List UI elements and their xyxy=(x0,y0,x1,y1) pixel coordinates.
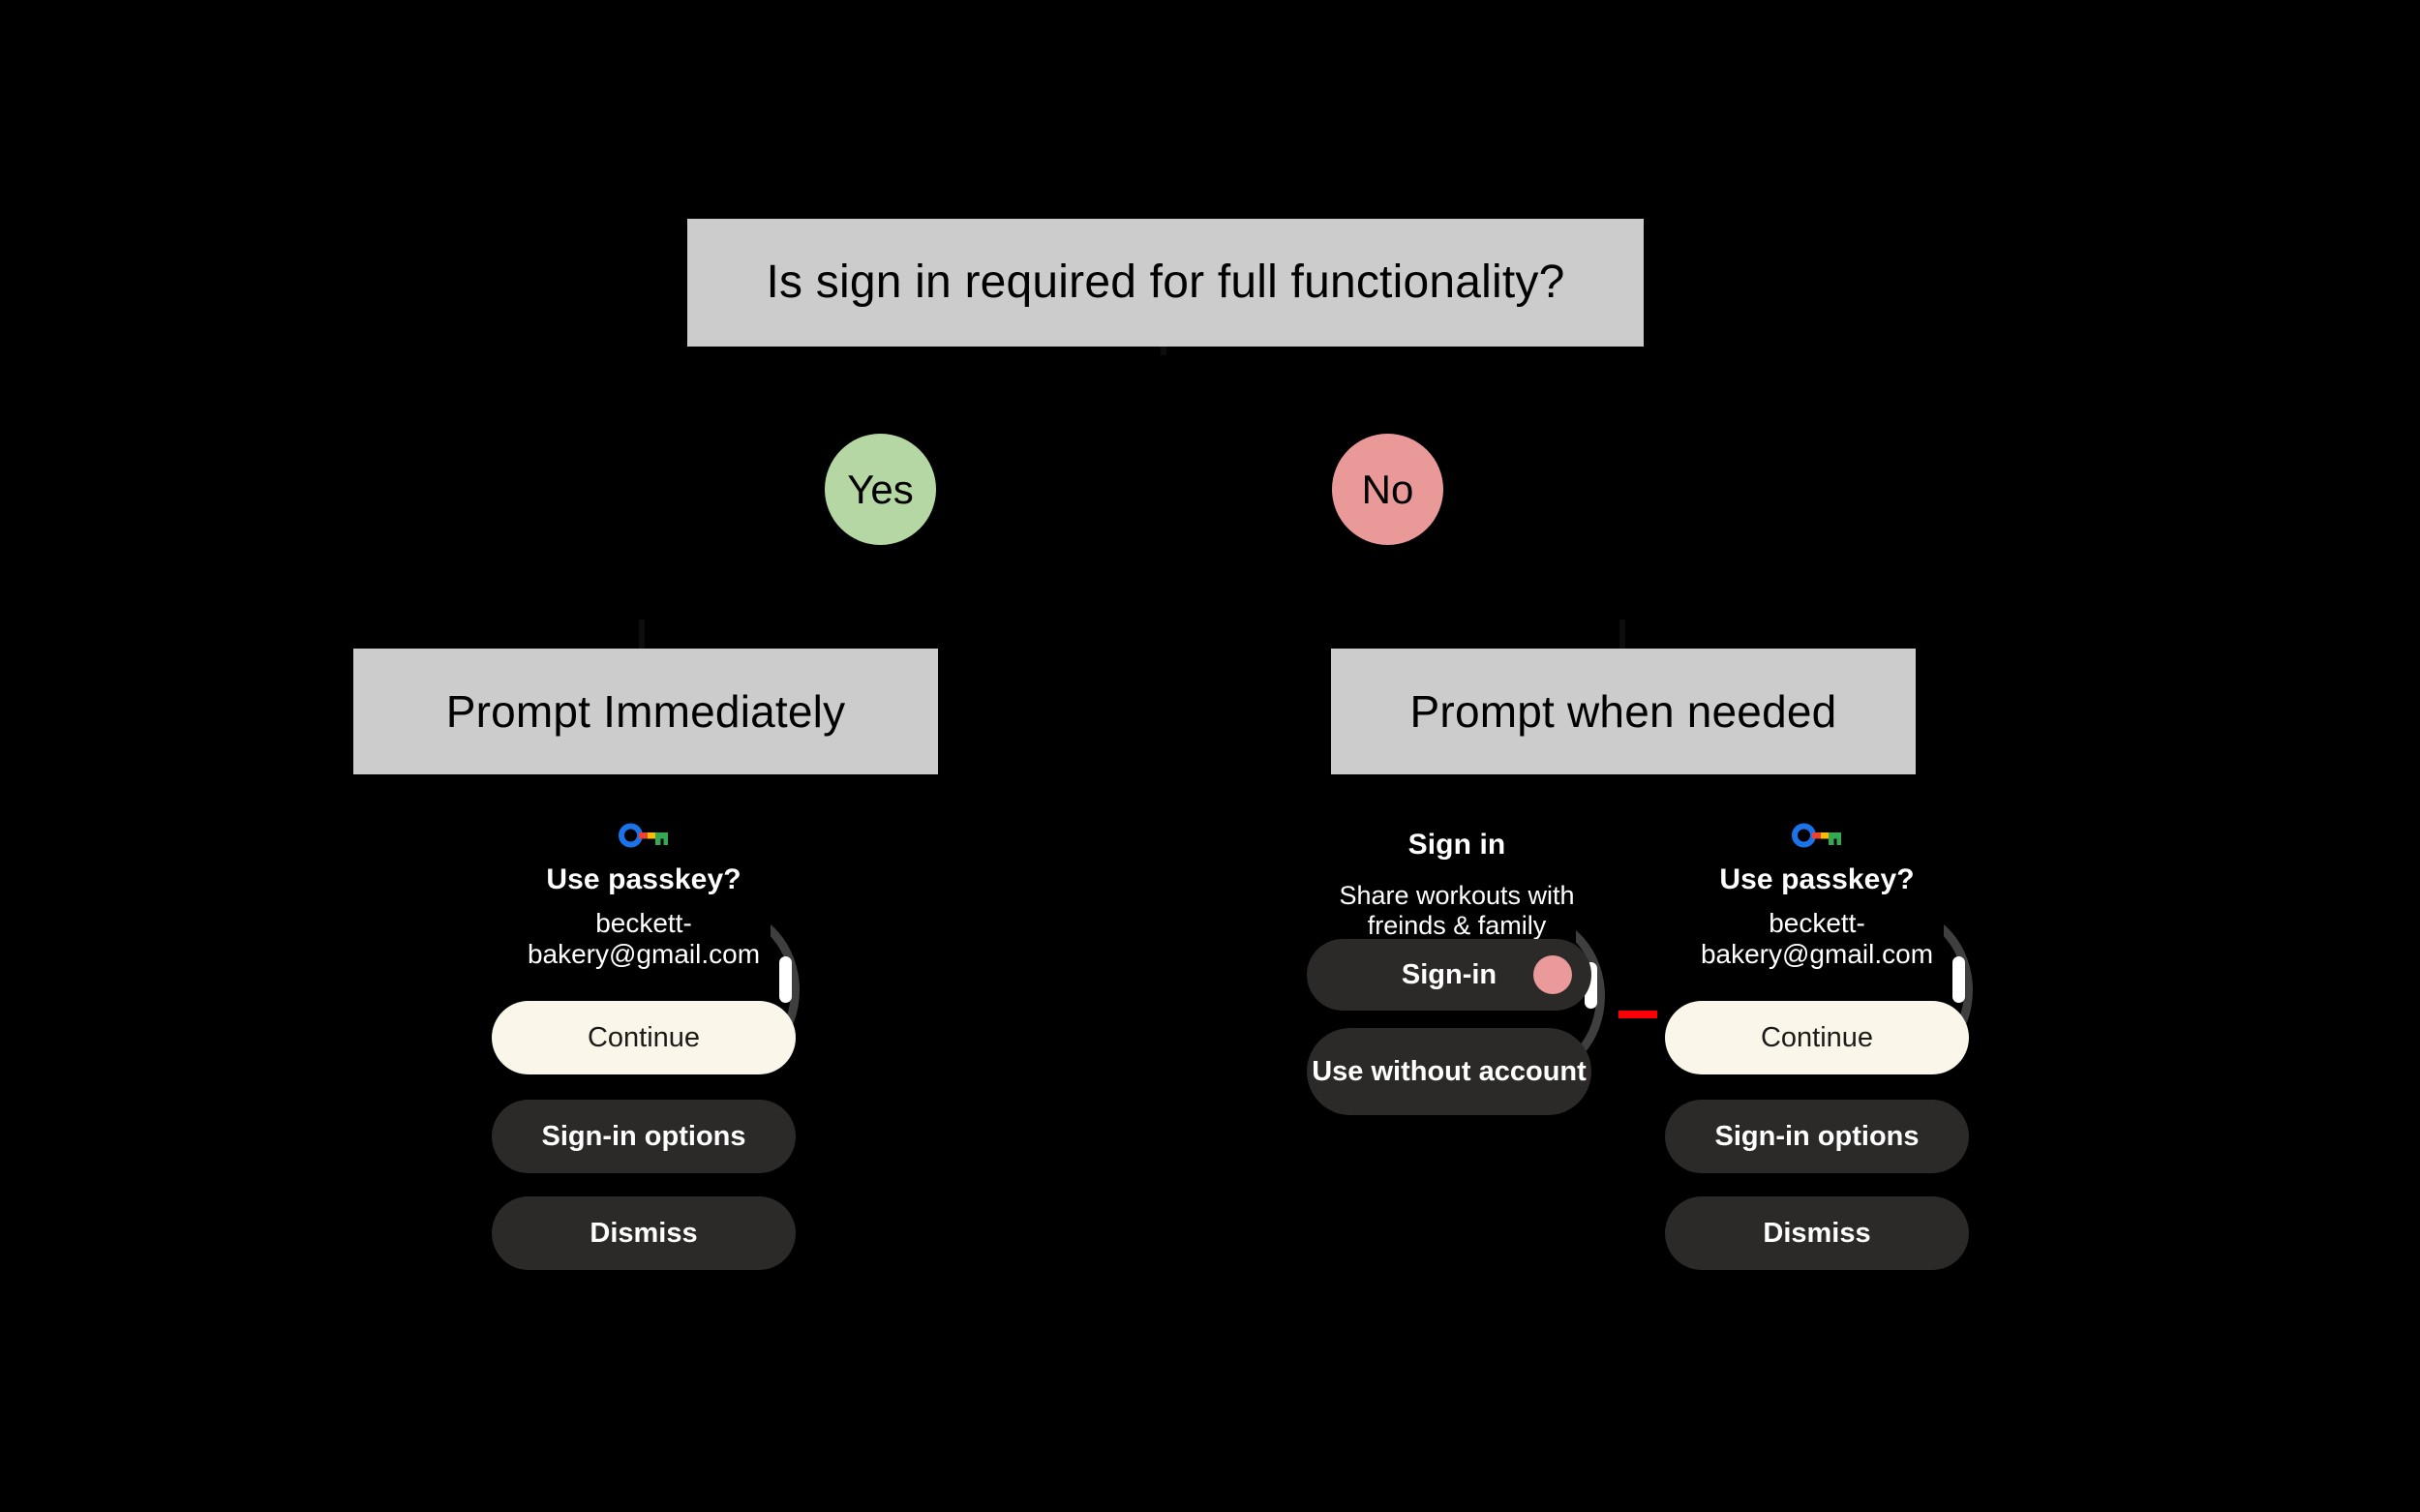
sign-in-options-button-label: Sign-in options xyxy=(541,1120,746,1152)
branch-label-yes: Yes xyxy=(825,434,936,545)
use-without-account-button-label: Use without account xyxy=(1312,1055,1587,1087)
google-passkey-icon xyxy=(1792,823,1842,848)
use-without-account-button[interactable]: Use without account xyxy=(1307,1028,1591,1115)
outcome-box-prompt-immediately-label: Prompt Immediately xyxy=(445,685,846,737)
dismiss-button[interactable]: Dismiss xyxy=(1665,1196,1969,1270)
scroll-indicator[interactable] xyxy=(1944,908,1977,1073)
dismiss-button[interactable]: Dismiss xyxy=(492,1196,796,1270)
sign-in-options-button-label: Sign-in options xyxy=(1714,1120,1920,1152)
outcome-box-prompt-immediately: Prompt Immediately xyxy=(353,649,938,774)
google-passkey-icon xyxy=(619,823,669,848)
mockup-right-subtitle-text: beckett-bakery@gmail.com xyxy=(1700,908,1934,970)
mockup-middle-title-text: Sign in xyxy=(1407,829,1506,861)
mockup-left-title: Use passkey? xyxy=(484,863,803,896)
connector-no-to-prompt-when-needed xyxy=(1619,620,1625,650)
dismiss-button-label: Dismiss xyxy=(1763,1217,1871,1249)
mockup-right-subtitle: beckett-bakery@gmail.com xyxy=(1698,908,1936,970)
continue-button[interactable]: Continue xyxy=(1665,1001,1969,1074)
continue-button-label: Continue xyxy=(1760,1021,1874,1053)
mockup-middle-signin: Sign in Share workouts with freinds & fa… xyxy=(1307,813,1607,1162)
mockup-middle-title: Sign in xyxy=(1307,829,1607,862)
mockup-middle-subtitle-text: Share workouts with freinds & family xyxy=(1339,881,1575,941)
continue-button-label: Continue xyxy=(587,1021,701,1053)
outcome-box-prompt-when-needed: Prompt when needed xyxy=(1331,649,1916,774)
outcome-box-prompt-when-needed-label: Prompt when needed xyxy=(1409,685,1837,737)
mockup-middle-subtitle: Share workouts with freinds & family xyxy=(1322,881,1591,941)
touch-target-marker-icon xyxy=(1533,955,1572,994)
mockup-right-title-text: Use passkey? xyxy=(1719,863,1915,895)
branch-label-yes-text: Yes xyxy=(847,466,914,512)
mockup-right-title: Use passkey? xyxy=(1657,863,1977,896)
continue-button[interactable]: Continue xyxy=(492,1001,796,1074)
mockup-right-passkey: Use passkey? beckett-bakery@gmail.com Co… xyxy=(1657,813,1977,1307)
sign-in-options-button[interactable]: Sign-in options xyxy=(1665,1100,1969,1173)
connector-yes-to-prompt-immediately xyxy=(639,620,645,650)
sign-in-options-button[interactable]: Sign-in options xyxy=(492,1100,796,1173)
branch-label-no: No xyxy=(1332,434,1443,545)
dismiss-button-label: Dismiss xyxy=(590,1217,698,1249)
decision-box-label: Is sign in required for full functionali… xyxy=(766,256,1565,308)
connector-decision-to-yes xyxy=(1161,344,1166,355)
mockup-left-subtitle: beckett-bakery@gmail.com xyxy=(525,908,763,970)
scroll-indicator[interactable] xyxy=(771,908,803,1073)
mockup-left-passkey: Use passkey? beckett-bakery@gmail.com Co… xyxy=(484,813,803,1307)
branch-label-no-text: No xyxy=(1361,466,1414,512)
sign-in-button[interactable]: Sign-in xyxy=(1307,939,1591,1011)
sign-in-button-label: Sign-in xyxy=(1401,958,1497,990)
decision-box: Is sign in required for full functionali… xyxy=(687,219,1644,347)
mockup-left-subtitle-text: beckett-bakery@gmail.com xyxy=(527,908,761,970)
mockup-left-title-text: Use passkey? xyxy=(546,863,741,895)
